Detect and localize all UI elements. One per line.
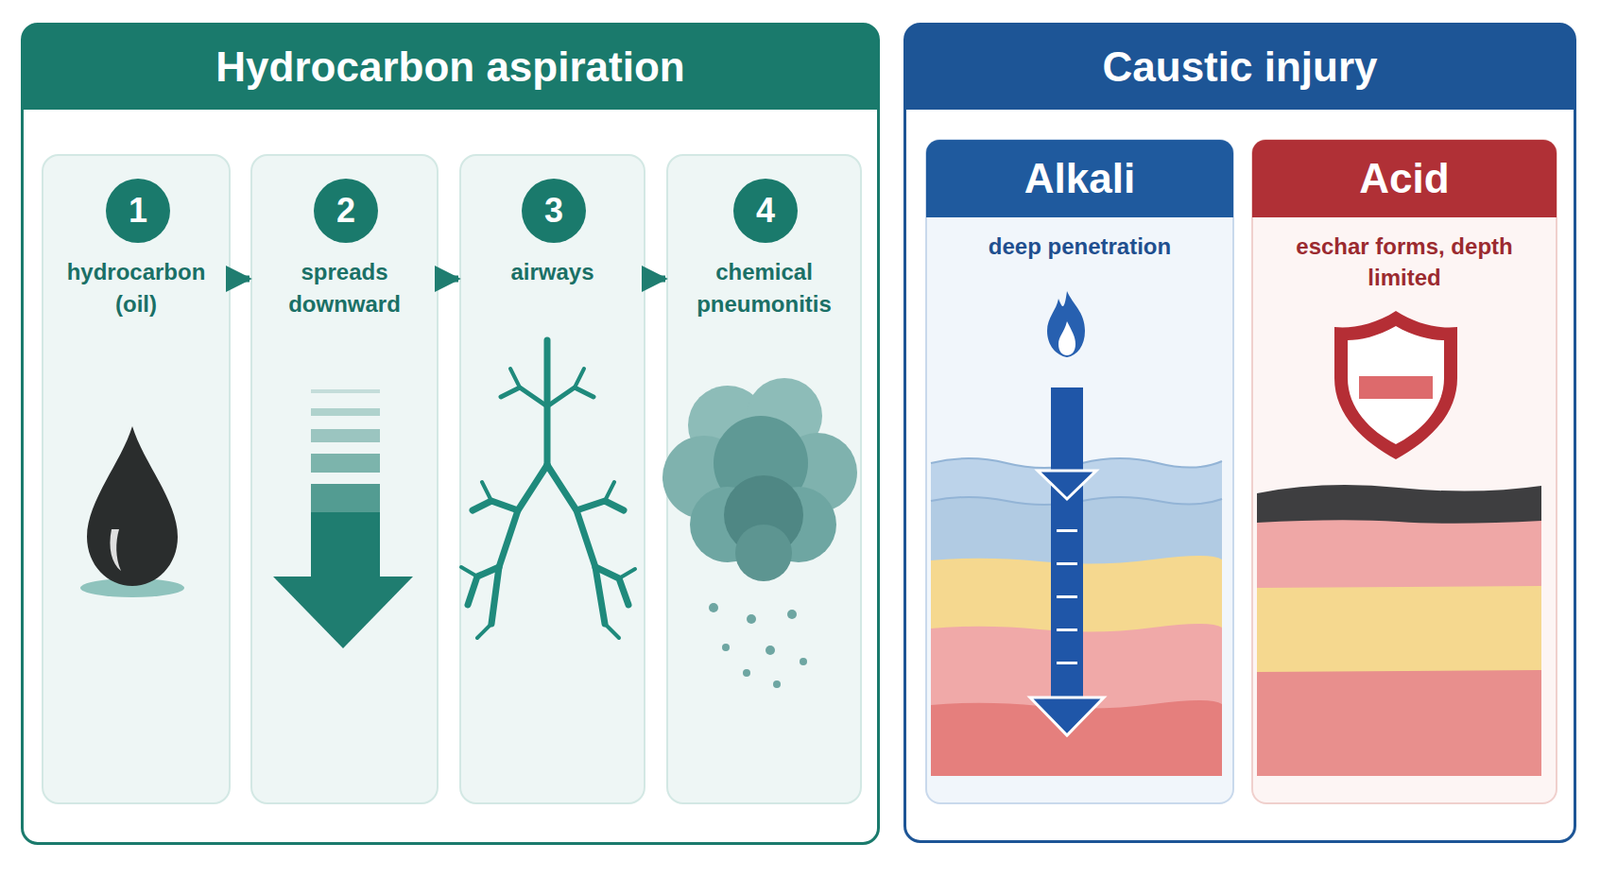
alkali-arrow [1030,291,1104,736]
flow-arrow [439,275,459,283]
shield [1334,310,1458,460]
card-node: chemical pneumonitis 4 [666,154,862,805]
panelR-node: Caustic injuryAlkali deep penetration Acid… [903,22,1577,844]
circle-node: 2 [313,178,379,243]
sub-panel-text: eschar forms, depth limited [1295,230,1514,293]
card-node: airways 3 [459,154,646,805]
callout-number: 2 [336,190,356,231]
circle-node: 4 [733,178,798,243]
card-node: spreads downward 2 [250,154,439,805]
sub-panel-title: Acid [1252,139,1557,218]
circle-node: 1 [105,178,171,243]
pneumonitis-cloud [662,378,858,689]
flow-arrow [231,275,250,283]
step-label: airways [471,256,635,289]
callout-number: 4 [756,190,775,231]
callout-number: 3 [544,190,564,231]
panel-title: Hydrocarbon aspiration [22,24,878,110]
oil-drop [80,426,185,598]
callout-number: 1 [128,190,148,231]
panelL-node: Hydrocarbon aspiration hydrocarbon (oil) 1… [20,22,880,845]
circle-node: 3 [521,178,586,243]
alkali-node: Alkali deep penetration [925,138,1235,805]
panel-title: Caustic injury [905,24,1575,110]
acid-tissue-layers [1256,484,1542,776]
acid-node: Acid eschar forms, depth limited [1251,138,1558,805]
airway-tree [461,340,636,638]
flow-arrow [646,275,666,283]
step-label: spreads downward [263,256,427,321]
step-label: hydrocarbon (oil) [54,256,218,321]
card-node: hydrocarbon (oil) 1 [41,154,231,805]
alkali-tissue-layers [930,458,1222,776]
step-label: chemical pneumonitis [683,256,846,321]
downward-arrow [273,389,413,649]
sub-panel-text: deep penetration [938,230,1222,262]
sub-panel-title: Alkali [926,139,1234,218]
